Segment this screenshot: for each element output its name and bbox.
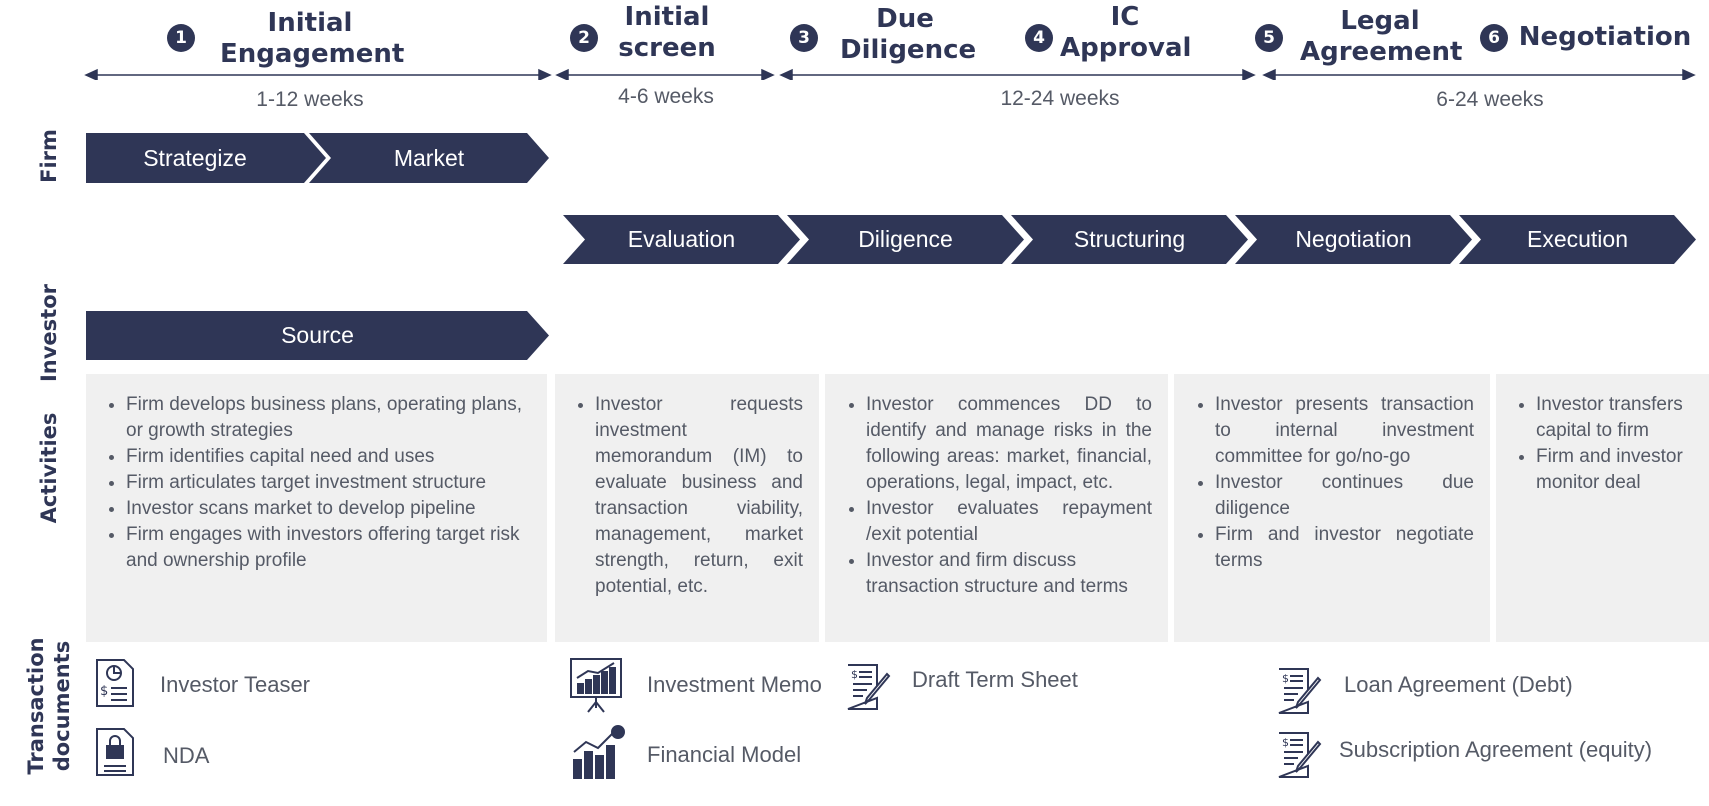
activity-list-2: Investor requests investment memorandum … — [555, 374, 819, 600]
activity-list-1: Firm develops business plans, operating … — [86, 374, 547, 574]
svg-text:$: $ — [100, 684, 108, 699]
doc-draft-term-sheet: Draft Term Sheet — [912, 667, 1078, 692]
doc-nda: NDA — [163, 743, 210, 768]
duration-label-1: 1-12 weeks — [256, 88, 364, 111]
presentation-chart-icon — [568, 656, 624, 719]
stage-title-legal-agreement: Legal Agreement — [1300, 6, 1463, 67]
activity-list-4: Investor presents transaction to interna… — [1174, 374, 1490, 574]
svg-text:$: $ — [1282, 672, 1289, 685]
row-label-documents-text: Transaction documents — [24, 637, 74, 775]
stage-number-1: 1 — [167, 24, 195, 52]
row-label-documents: Transaction documents — [23, 606, 77, 806]
doc-investment-memo: Investment Memo — [647, 672, 822, 697]
activity-item: Firm and investor negotiate terms — [1215, 522, 1474, 574]
row-label-investor: Investor — [37, 283, 61, 383]
investor-step-structuring: Structuring — [1011, 215, 1248, 264]
activity-item: Firm identifies capital need and uses — [126, 444, 529, 470]
duration-label-2: 4-6 weeks — [618, 85, 714, 108]
investor-step-evaluation-label: Evaluation — [627, 226, 736, 252]
stage-number-2: 2 — [570, 24, 598, 52]
stage-number-3: 3 — [790, 24, 818, 52]
investor-step-source: Source — [86, 311, 549, 360]
activity-list-3: Investor commences DD to identify and ma… — [825, 374, 1168, 600]
stage-title-due-diligence: Due Diligence — [840, 4, 977, 65]
activity-item: Investor continues due diligence — [1215, 470, 1474, 522]
stage-title-negotiation: Negotiation — [1518, 22, 1692, 52]
doc-financial-model: Financial Model — [647, 742, 802, 767]
activity-list-5: Investor transfers capital to firm Firm … — [1496, 374, 1709, 496]
stage-number-4: 4 — [1025, 24, 1053, 52]
stage-title-ic-approval: IC Approval — [1060, 2, 1192, 63]
activity-panel-5: Investor transfers capital to firm Firm … — [1496, 374, 1709, 642]
investor-step-structuring-label: Structuring — [1073, 226, 1186, 252]
activity-item: Investor transfers capital to firm — [1536, 392, 1701, 444]
investor-step-diligence: Diligence — [787, 215, 1024, 264]
duration-label-3: 12-24 weeks — [1000, 87, 1120, 110]
investor-step-negotiation-label: Negotiation — [1295, 226, 1412, 252]
stage-number-6: 6 — [1480, 24, 1508, 52]
duration-label-4: 6-24 weeks — [1436, 88, 1544, 111]
contract-pen-icon: $ — [1276, 666, 1324, 721]
activity-item: Firm and investor monitor deal — [1536, 444, 1701, 496]
activity-item: Investor evaluates repayment /exit poten… — [866, 496, 1152, 548]
investor-step-source-label: Source — [281, 322, 354, 348]
activity-panel-1: Firm develops business plans, operating … — [86, 374, 547, 642]
firm-step-market-label: Market — [393, 144, 465, 171]
pie-chart-document-icon: $ — [94, 657, 136, 714]
investor-step-execution: Execution — [1459, 215, 1696, 264]
investor-step-negotiation: Negotiation — [1235, 215, 1472, 264]
activity-item: Investor commences DD to identify and ma… — [866, 392, 1152, 496]
activity-item: Firm develops business plans, operating … — [126, 392, 529, 444]
activity-panel-4: Investor presents transaction to interna… — [1174, 374, 1490, 642]
stage-number-5: 5 — [1255, 24, 1283, 52]
row-label-activities: Activities — [37, 412, 61, 524]
contract-pen-icon: $ — [1276, 730, 1324, 785]
growth-chart-icon — [570, 724, 626, 785]
stage-title-initial-screen: Initial screen — [618, 2, 716, 63]
lock-document-icon — [94, 726, 136, 783]
doc-loan-agreement: Loan Agreement (Debt) — [1344, 672, 1573, 697]
contract-pen-icon: $ — [845, 662, 893, 717]
firm-step-market: Market — [309, 133, 549, 183]
doc-subscription-agreement: Subscription Agreement (equity) — [1339, 737, 1653, 762]
investor-step-execution-label: Execution — [1526, 226, 1628, 252]
row-label-firm: Firm — [37, 129, 61, 183]
svg-text:$: $ — [851, 668, 858, 681]
stage-title-initial-engagement: Initial Engagement — [220, 8, 405, 69]
duration-arrows — [84, 68, 1696, 80]
activity-panel-3: Investor commences DD to identify and ma… — [825, 374, 1168, 642]
activity-item: Investor and firm discuss transaction st… — [866, 548, 1152, 600]
activity-panel-2: Investor requests investment memorandum … — [555, 374, 819, 642]
firm-step-strategize: Strategize — [86, 133, 326, 183]
doc-investor-teaser: Investor Teaser — [160, 672, 311, 697]
investor-step-evaluation: Evaluation — [563, 215, 800, 264]
svg-text:$: $ — [1282, 736, 1289, 749]
activity-item: Investor presents transaction to interna… — [1215, 392, 1474, 470]
activity-item: Investor requests investment memorandum … — [595, 392, 803, 600]
activity-item: Firm articulates target investment struc… — [126, 470, 529, 496]
activity-item: Investor scans market to develop pipelin… — [126, 496, 529, 522]
investor-step-diligence-label: Diligence — [858, 226, 953, 252]
activity-item: Firm engages with investors offering tar… — [126, 522, 529, 574]
firm-step-strategize-label: Strategize — [143, 144, 247, 171]
